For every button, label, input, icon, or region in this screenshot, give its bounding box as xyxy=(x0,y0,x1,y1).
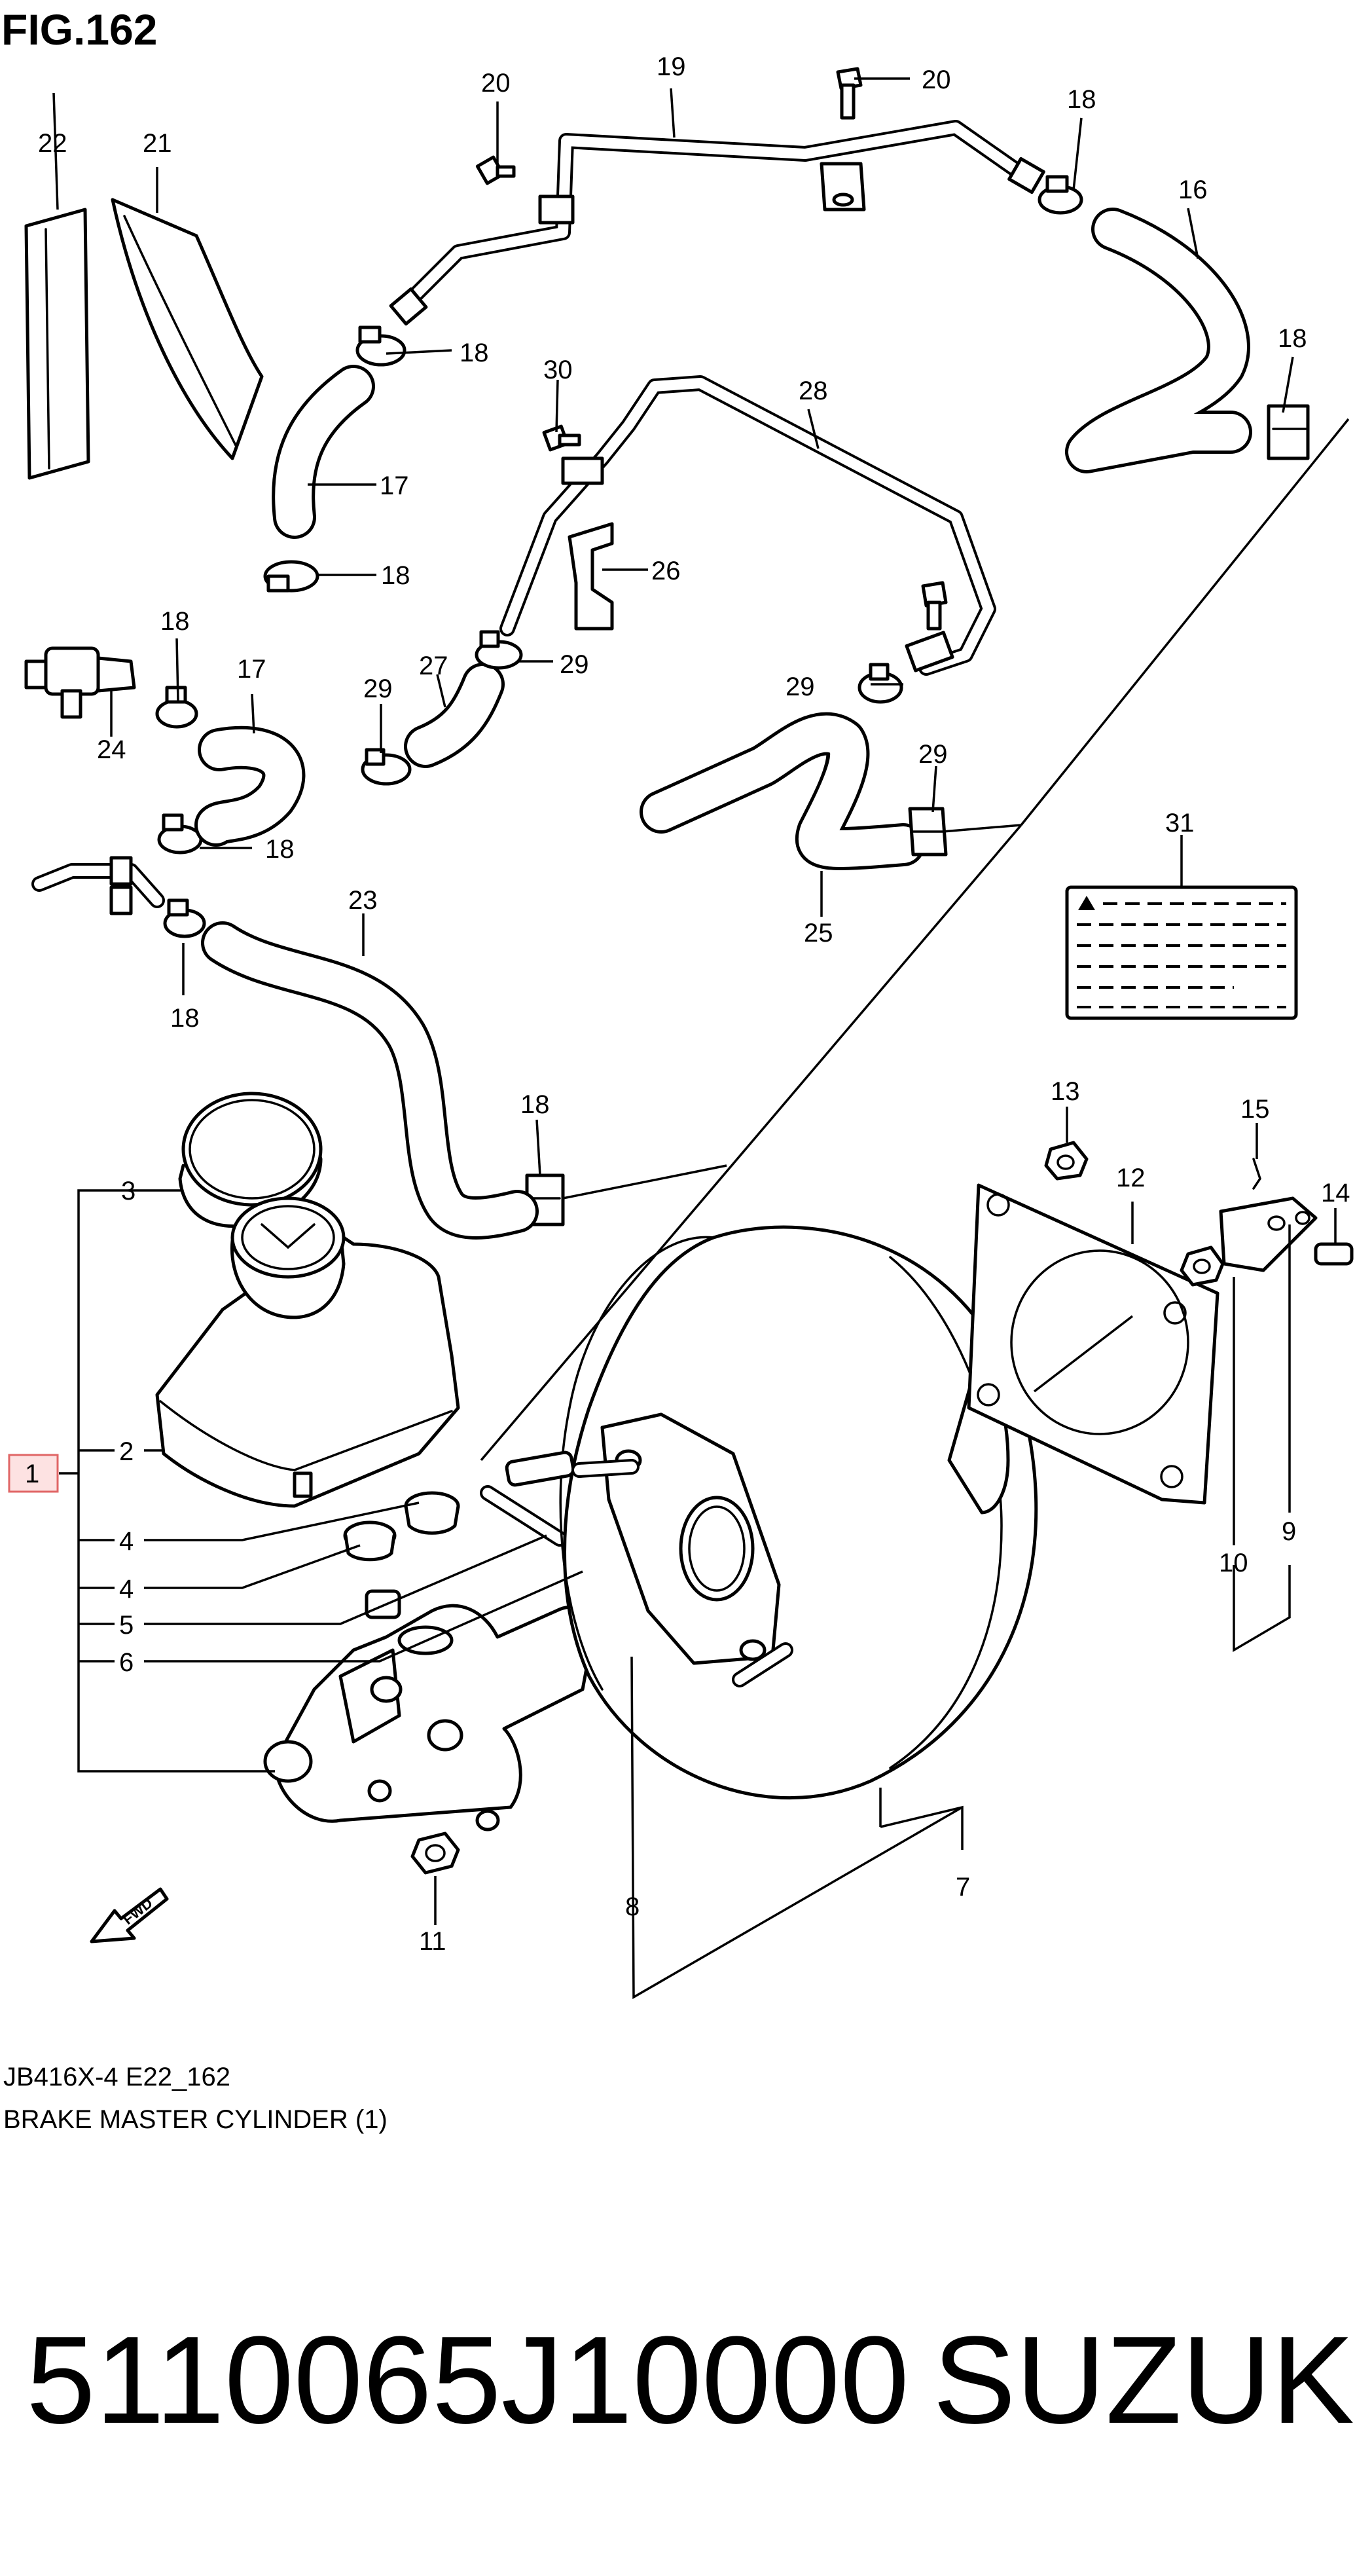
callout-24: 24 xyxy=(97,735,126,764)
callout-28: 28 xyxy=(799,377,828,405)
callout-25: 25 xyxy=(804,919,833,948)
callout-18-g: 18 xyxy=(170,1004,200,1033)
callout-12: 12 xyxy=(1116,1164,1146,1192)
callout-17-lower: 17 xyxy=(237,655,266,684)
part-12-gasket xyxy=(967,1183,1220,1505)
callout-31: 31 xyxy=(1165,809,1195,837)
clamp-18-a xyxy=(1038,175,1083,215)
callout-2: 2 xyxy=(119,1437,134,1466)
callout-22: 22 xyxy=(38,129,67,158)
callout-18-e: 18 xyxy=(160,607,190,636)
callout-1: 1 xyxy=(25,1460,39,1488)
callout-18-a: 18 xyxy=(1067,85,1096,114)
part-31-caution-label xyxy=(1065,885,1298,1020)
callout-29-a: 29 xyxy=(363,674,393,703)
clamp-18-f xyxy=(157,813,203,855)
fwd-arrow: FWD xyxy=(90,1887,169,1943)
part-4-grommet-b xyxy=(343,1520,397,1562)
callout-15: 15 xyxy=(1240,1095,1270,1124)
clamp-29-a xyxy=(361,748,412,786)
figure-caption: BRAKE MASTER CYLINDER (1) xyxy=(3,2105,388,2134)
figure-code: JB416X-4 E22_162 xyxy=(3,2063,230,2091)
part-30-bolt xyxy=(542,424,581,452)
part-26-bracket xyxy=(568,522,614,631)
callout-23: 23 xyxy=(348,886,378,915)
callout-10: 10 xyxy=(1219,1549,1248,1577)
callout-18-b: 18 xyxy=(460,339,489,367)
part-17-hose-upper xyxy=(272,365,375,539)
callout-4-b: 4 xyxy=(119,1575,134,1604)
part-20-bolt-top xyxy=(836,67,863,120)
callout-13: 13 xyxy=(1051,1077,1080,1106)
callout-14: 14 xyxy=(1321,1179,1350,1207)
part-27-hose xyxy=(404,663,505,768)
part-number: 5110065J10000 xyxy=(26,2311,909,2450)
part-16-hose xyxy=(1065,208,1252,473)
clamp-29-c xyxy=(858,663,903,704)
part-22-sheet xyxy=(24,208,90,480)
clamp-18-g xyxy=(163,898,206,938)
callout-30: 30 xyxy=(543,356,573,384)
part-2-reservoir xyxy=(155,1196,460,1508)
part-11-nut xyxy=(410,1831,460,1875)
callout-17-upper: 17 xyxy=(380,471,409,500)
callout-3: 3 xyxy=(121,1177,136,1205)
callout-7: 7 xyxy=(956,1873,970,1902)
callout-18-d: 18 xyxy=(381,561,410,590)
callout-29-c: 29 xyxy=(786,672,815,701)
callout-labels: 22 21 20 19 20 18 16 18 18 17 18 30 28 2… xyxy=(38,52,1350,1956)
clamp-18-c xyxy=(1267,404,1310,460)
figure-title: FIG.162 xyxy=(1,5,157,54)
part-5-pin xyxy=(480,1485,568,1547)
callout-20-left: 20 xyxy=(481,69,511,98)
part-20-bolt-left xyxy=(475,155,516,185)
part-13-nut xyxy=(1044,1141,1089,1181)
bolt-pipe-28 xyxy=(921,581,948,631)
part-14-pin xyxy=(1314,1242,1354,1266)
part-25-hose xyxy=(640,712,925,870)
callout-29-b: 29 xyxy=(560,650,589,679)
part-17-hose-lower xyxy=(194,726,306,847)
callout-8: 8 xyxy=(625,1892,640,1921)
clamp-18-e xyxy=(155,686,198,729)
callout-4-a: 4 xyxy=(119,1527,134,1556)
part-7-brake-booster xyxy=(559,1225,1056,1800)
callout-1-box xyxy=(8,1454,59,1493)
callout-5: 5 xyxy=(119,1611,134,1640)
callout-6: 6 xyxy=(119,1648,134,1677)
part-23-hose xyxy=(201,921,539,1240)
callout-18-c: 18 xyxy=(1278,324,1307,353)
callout-27: 27 xyxy=(419,652,448,680)
clamp-18-d xyxy=(263,560,319,593)
callout-26: 26 xyxy=(651,557,681,585)
clamp-29-b xyxy=(475,630,523,670)
clamp-18-b xyxy=(355,325,406,367)
leader-lines xyxy=(52,77,1350,2000)
part-15-clip xyxy=(1252,1158,1261,1190)
callout-18-h: 18 xyxy=(520,1090,550,1119)
clamp-29-d xyxy=(908,807,948,856)
callout-9: 9 xyxy=(1282,1517,1296,1546)
y-connector xyxy=(31,856,165,915)
part-4-grommet-a xyxy=(404,1491,460,1535)
part-24-check-valve xyxy=(24,646,136,719)
brand-name: SUZUKI xyxy=(933,2311,1355,2450)
booster-stud-upper xyxy=(505,1450,640,1487)
booster-stud-lower xyxy=(732,1642,793,1687)
callout-11: 11 xyxy=(419,1927,446,1956)
callout-29-d: 29 xyxy=(918,740,948,769)
master-cylinder-body xyxy=(263,1589,594,1831)
part-28-vacuum-pipe xyxy=(499,375,996,676)
callout-20-top: 20 xyxy=(922,65,951,94)
callout-16: 16 xyxy=(1178,175,1208,204)
callout-1-highlighted[interactable]: 1 xyxy=(8,1454,59,1493)
part-9-clevis xyxy=(1219,1196,1318,1272)
part-10-nut xyxy=(1180,1245,1225,1287)
callout-19: 19 xyxy=(657,52,686,81)
callout-21: 21 xyxy=(143,129,172,158)
part-21-sheet xyxy=(111,198,264,460)
callout-18-f: 18 xyxy=(265,835,295,864)
part-19-vacuum-pipe xyxy=(389,120,1045,326)
